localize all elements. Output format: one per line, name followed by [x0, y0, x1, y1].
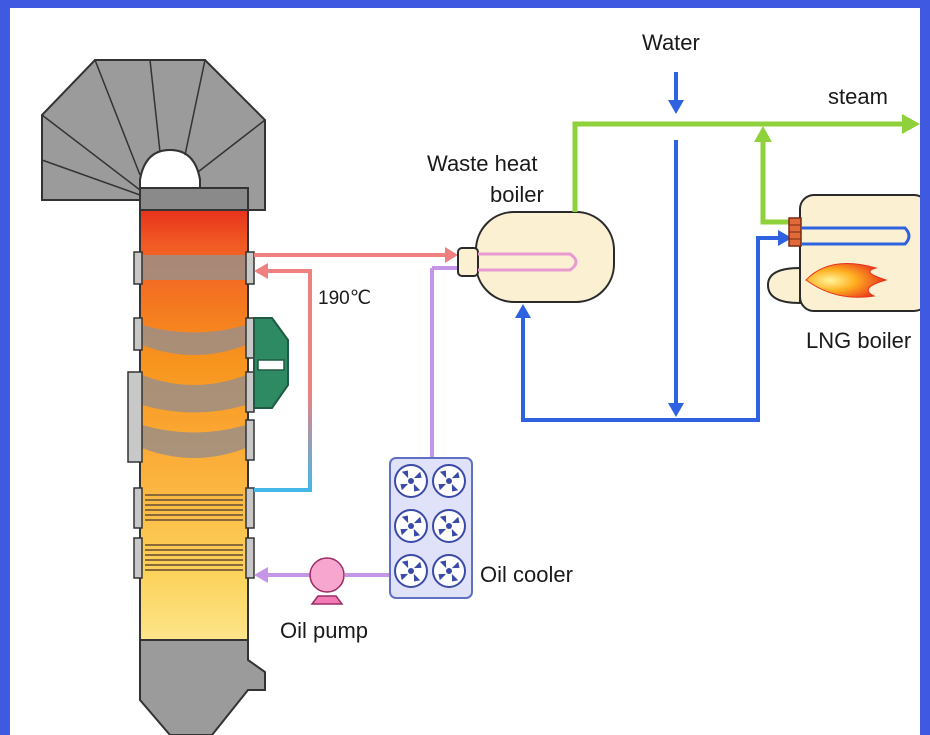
- water-label: Water: [642, 30, 700, 55]
- oil-pump-label: Oil pump: [280, 618, 368, 643]
- waste-heat-boiler: [457, 211, 615, 303]
- fan-icon: [432, 554, 466, 588]
- oil-cooler-label: Oil cooler: [480, 562, 573, 587]
- exhaust-hood: [41, 59, 266, 211]
- steam-label: steam: [828, 84, 888, 109]
- pump-icon: [309, 557, 345, 605]
- hot-oil-line: [254, 247, 458, 492]
- fan-icon: [394, 464, 428, 498]
- scrubber-tower: [127, 209, 289, 735]
- fan-icon: [432, 464, 466, 498]
- lng-boiler: [766, 194, 920, 312]
- waste-heat-boiler-label-2: boiler: [490, 182, 544, 207]
- access-door: [253, 317, 289, 409]
- diagram-frame: Water steam Waste heat boiler LNG boiler…: [10, 8, 920, 735]
- oil-cooler: [389, 457, 473, 599]
- waste-heat-boiler-label-1: Waste heat: [427, 151, 537, 176]
- tower-coil-2: [145, 544, 243, 571]
- fan-icon: [394, 554, 428, 588]
- flame-icon: [805, 263, 888, 298]
- tower-coil-1: [145, 494, 243, 521]
- temperature-label: 190℃: [318, 288, 371, 309]
- water-lines: [515, 72, 792, 422]
- tower-packing: [142, 255, 246, 458]
- burner-icon: [788, 217, 802, 247]
- lng-boiler-label: LNG boiler: [806, 328, 911, 353]
- fan-icon: [394, 509, 428, 543]
- process-diagram: Water steam Waste heat boiler LNG boiler…: [41, 30, 920, 735]
- fan-icon: [432, 509, 466, 543]
- tower-flanges: [127, 251, 255, 579]
- fan-array: [394, 464, 466, 588]
- steam-lines: [572, 114, 920, 225]
